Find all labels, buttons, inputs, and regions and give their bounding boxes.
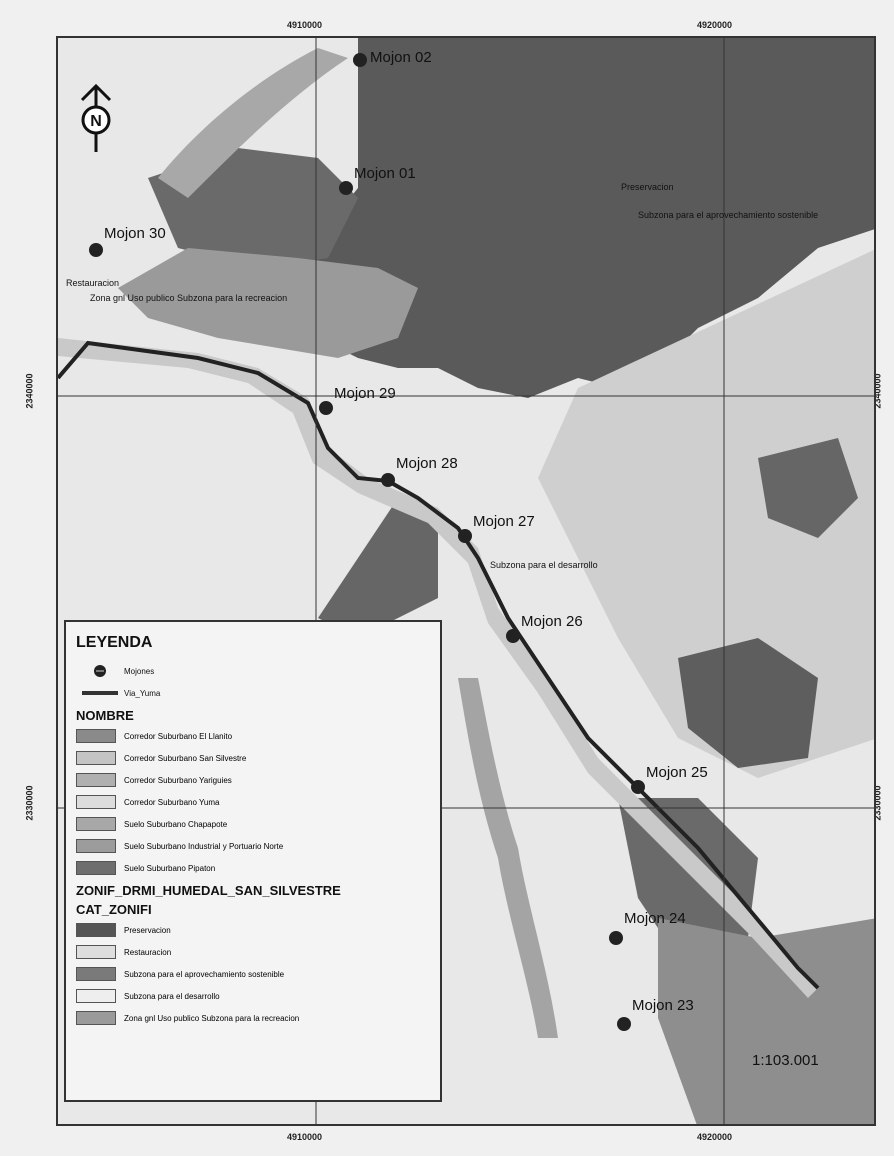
legend-cat-swatch [76, 967, 116, 981]
legend-cat-label: Restauracion [124, 947, 172, 957]
zone-label-recreacion: Zona gnl Uso publico Subzona para la rec… [90, 293, 287, 303]
scale-label: 1:103.001 [752, 1052, 819, 1069]
marker-mojon-01[interactable]: Mojon 01 [339, 165, 416, 195]
legend-via-label: Via_Yuma [124, 688, 161, 698]
legend-via: Via_Yuma [76, 682, 430, 704]
legend-nombre-item: Corredor Suburbano Yuma [76, 791, 430, 813]
legend-nombre-item: Corredor Suburbano San Silvestre [76, 747, 430, 769]
zone-desarrollo-right [538, 249, 874, 778]
legend-nombre-label: Suelo Suburbano Industrial y Portuario N… [124, 841, 284, 851]
legend-nombre-item: Corredor Suburbano Yariguies [76, 769, 430, 791]
zone-preservacion [298, 38, 874, 398]
legend-nombre-label: Suelo Suburbano Chapapote [124, 819, 228, 829]
road-line-icon [82, 691, 118, 695]
coord-y-lower-left: 2330000 [24, 785, 35, 821]
marker-mojon-28[interactable]: Mojon 28 [381, 455, 458, 487]
legend-title: LEYENDA [76, 634, 153, 651]
marker-mojon-29[interactable]: Mojon 29 [319, 385, 396, 415]
svg-text:Mojon 23: Mojon 23 [632, 997, 694, 1014]
legend-cat-label: Subzona para el desarrollo [124, 991, 220, 1001]
zone-recreacion-upper [158, 48, 348, 198]
legend-cat-item: Subzona para el desarrollo [76, 985, 430, 1007]
legend-nombre-label: Suelo Suburbano Pipaton [124, 863, 216, 873]
marker-mojon-30[interactable]: Mojon 30 [89, 225, 166, 257]
svg-text:Mojon 26: Mojon 26 [521, 613, 583, 630]
legend-cat-label: Preservacion [124, 925, 171, 935]
svg-text:Mojon 24: Mojon 24 [624, 910, 686, 927]
svg-text:Mojon 29: Mojon 29 [334, 385, 396, 402]
coord-x-top-left: 4910000 [287, 20, 323, 30]
coord-x-bottom-right: 4920000 [697, 1132, 733, 1142]
legend-cat-item: Zona gnl Uso publico Subzona para la rec… [76, 1007, 430, 1029]
legend-nombre-swatch [76, 861, 116, 875]
zone-river-strip [458, 678, 558, 1038]
legend-cat-label: Subzona para el aprovechamiento sostenib… [124, 969, 285, 979]
marker-mojon-25[interactable]: Mojon 25 [631, 764, 708, 794]
legend-nombre-item: Suelo Suburbano Chapapote [76, 813, 430, 835]
north-arrow-icon: N [80, 83, 112, 152]
svg-text:Mojon 27: Mojon 27 [473, 513, 535, 530]
zone-central-dark [318, 498, 438, 638]
north-letter: N [90, 113, 102, 130]
legend-nombre-label: Corredor Suburbano San Silvestre [124, 753, 247, 763]
legend-nombre-label: Corredor Suburbano Yariguies [124, 775, 232, 785]
legend-cat-item: Restauracion [76, 941, 430, 963]
svg-text:Mojon 02: Mojon 02 [370, 49, 432, 66]
road-via-yuma [58, 340, 820, 990]
zone-recreacion [118, 248, 418, 358]
legend-zonif-title: ZONIF_DRMI_HUMEDAL_SAN_SILVESTRE [76, 883, 341, 898]
svg-text:Mojon 28: Mojon 28 [396, 455, 458, 472]
legend-cat-title: CAT_ZONIFI [76, 902, 152, 917]
legend-nombre-swatch [76, 817, 116, 831]
legend-cat-item: Subzona para el aprovechamiento sostenib… [76, 963, 430, 985]
legend-cat-swatch [76, 989, 116, 1003]
zone-label-restauracion: Restauracion [66, 278, 119, 288]
legend-nombre-title: NOMBRE [76, 708, 134, 723]
legend-cat-label: Zona gnl Uso publico Subzona para la rec… [124, 1013, 300, 1023]
legend-nombre-label: Corredor Suburbano Yuma [124, 797, 220, 807]
legend-mojones-label: Mojones [124, 666, 155, 676]
svg-text:Mojon 01: Mojon 01 [354, 165, 416, 182]
zone-label-desarrollo: Subzona para el desarrollo [490, 560, 598, 570]
legend-nombre-swatch [76, 751, 116, 765]
legend-panel: LEYENDA Mojones Via_Yuma NOMBRE Corredor… [64, 620, 442, 1102]
svg-text:Mojon 25: Mojon 25 [646, 764, 708, 781]
legend-cat-swatch [76, 923, 116, 937]
mojon-marker-icon [94, 665, 106, 677]
zone-label-aprovechamiento: Subzona para el aprovechamiento sostenib… [638, 210, 818, 220]
legend-cat-swatch [76, 1011, 116, 1025]
coord-x-top-right: 4920000 [697, 20, 733, 30]
marker-mojon-24[interactable]: Mojon 24 [609, 910, 686, 945]
legend-mojones: Mojones [76, 660, 430, 682]
marker-mojon-26[interactable]: Mojon 26 [506, 613, 583, 643]
marker-mojon-27[interactable]: Mojon 27 [458, 513, 535, 543]
marker-mojon-02[interactable]: Mojon 02 [353, 49, 432, 67]
coord-y-upper-left: 2340000 [24, 373, 35, 409]
svg-text:Mojon 30: Mojon 30 [104, 225, 166, 242]
zone-dark-patch-1 [678, 638, 818, 768]
legend-nombre-item: Suelo Suburbano Pipaton [76, 857, 430, 879]
legend-nombre-swatch [76, 773, 116, 787]
legend-nombre-item: Suelo Suburbano Industrial y Portuario N… [76, 835, 430, 857]
zone-bottom-right [658, 918, 874, 1124]
marker-mojon-23[interactable]: Mojon 23 [617, 997, 694, 1031]
legend-nombre-swatch [76, 729, 116, 743]
legend-nombre-swatch [76, 795, 116, 809]
zone-label-preservacion: Preservacion [621, 182, 674, 192]
legend-nombre-item: Corredor Suburbano El Llanito [76, 725, 430, 747]
zone-dark-patch-2 [758, 438, 858, 538]
legend-nombre-swatch [76, 839, 116, 853]
coord-x-bottom-left: 4910000 [287, 1132, 323, 1142]
legend-nombre-label: Corredor Suburbano El Llanito [124, 731, 233, 741]
legend-cat-item: Preservacion [76, 919, 430, 941]
legend-cat-swatch [76, 945, 116, 959]
